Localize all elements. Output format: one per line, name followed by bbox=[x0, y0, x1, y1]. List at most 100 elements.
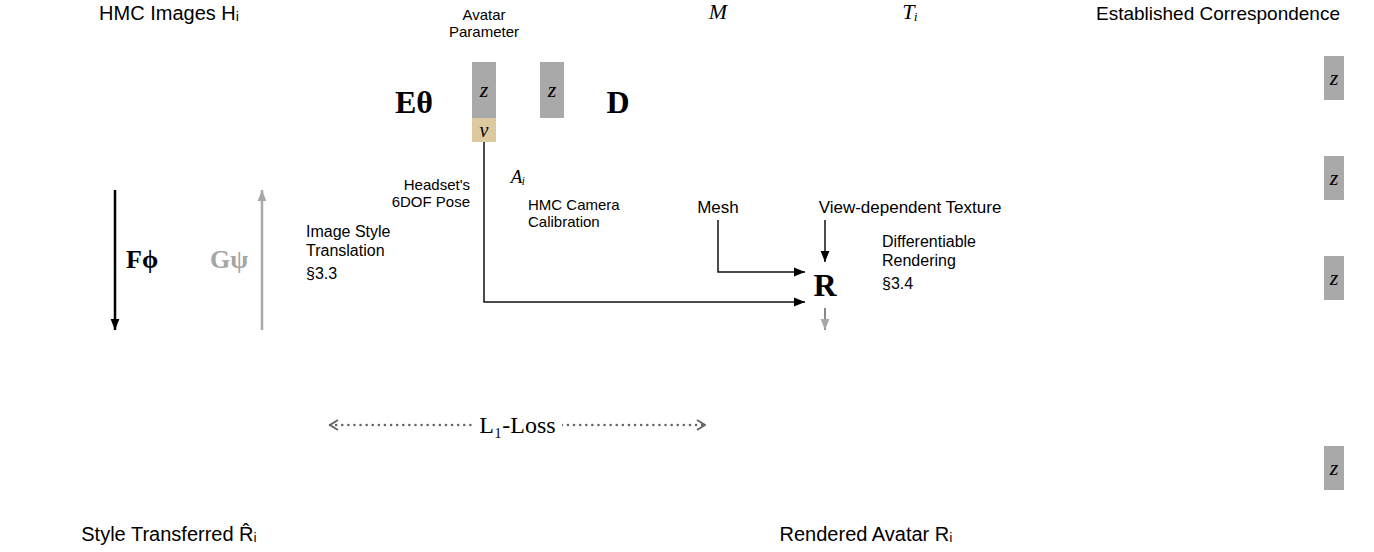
node-text: z bbox=[1330, 167, 1339, 189]
latent-code-box: z bbox=[540, 62, 564, 118]
neck bbox=[690, 164, 748, 196]
comma-tail bbox=[1311, 193, 1316, 203]
right-brace bbox=[1354, 424, 1368, 512]
pose-wire bbox=[526, 129, 540, 131]
label-holder: Headset's 6DOF Pose bbox=[372, 176, 470, 211]
node-text: M bbox=[709, 0, 727, 24]
vertical-ellipsis-dot bbox=[1195, 339, 1202, 346]
multiply-cross bbox=[512, 124, 523, 135]
comma-dot bbox=[1310, 479, 1316, 485]
comma-dot bbox=[1310, 189, 1316, 195]
head bbox=[679, 29, 755, 176]
hmc-images bbox=[2, 24, 416, 194]
ellipsis-dot bbox=[969, 147, 973, 151]
node-text: Tᵢ bbox=[902, 0, 918, 24]
latent-code-box: z bbox=[1324, 56, 1344, 100]
node-text: z bbox=[480, 79, 489, 101]
node-text: z bbox=[1330, 457, 1339, 479]
annotation: Avatar Parameter bbox=[444, 6, 524, 41]
pose-wire bbox=[496, 129, 510, 131]
wireframe bbox=[684, 53, 755, 158]
node-text: z bbox=[1330, 267, 1339, 289]
texture-tile bbox=[988, 110, 1044, 188]
vertical-ellipsis-dot bbox=[1195, 383, 1202, 390]
latent-code-box: z bbox=[1324, 446, 1344, 490]
column-heading: Established Correspondence bbox=[1066, 3, 1370, 26]
decoder: D bbox=[564, 32, 660, 172]
hmc-thumbnail bbox=[1088, 236, 1361, 322]
rendered-avatar-images bbox=[699, 330, 1113, 519]
translator-hourglass bbox=[30, 192, 250, 327]
comma-mark bbox=[1310, 289, 1316, 303]
pose-slot bbox=[540, 118, 564, 142]
left-brace bbox=[1072, 34, 1086, 122]
calibration-arrow bbox=[517, 139, 519, 166]
left-brace bbox=[1072, 134, 1086, 222]
ellipsis-dot bbox=[979, 65, 983, 69]
texture-tile bbox=[898, 28, 954, 106]
multiply-symbol bbox=[510, 122, 526, 138]
connector bbox=[824, 308, 826, 330]
comma-dot bbox=[1310, 289, 1316, 295]
node-text: Fϕ bbox=[126, 247, 158, 273]
node-text: D bbox=[606, 86, 629, 118]
label-holder: Established Correspondence bbox=[1066, 3, 1370, 26]
label-holder: Avatar Parameter bbox=[444, 6, 524, 41]
node-text: Rendered Avatar Rᵢ bbox=[780, 523, 953, 546]
mesh-figure bbox=[679, 28, 755, 196]
connector bbox=[114, 190, 117, 330]
label-holder: HMC Camera Calibration bbox=[528, 196, 628, 231]
texture-grid bbox=[782, 28, 1044, 188]
node-text: View-dependent Texture bbox=[819, 199, 1002, 218]
texture-tile bbox=[782, 110, 838, 188]
correspondence-rows bbox=[1072, 34, 1368, 512]
right-brace bbox=[1354, 134, 1368, 222]
connector bbox=[824, 220, 826, 262]
connector bbox=[484, 142, 805, 302]
node-text: v bbox=[480, 120, 489, 140]
inverse-translator: Gψ bbox=[160, 192, 330, 327]
wireframe bbox=[702, 28, 749, 176]
comma-tail bbox=[1311, 483, 1316, 493]
hmc-thumbnail bbox=[1088, 426, 1361, 512]
rendered-avatar-panel: Rendered Avatar Rᵢ bbox=[705, 330, 1027, 546]
section-number: §3.3 bbox=[306, 264, 366, 283]
latent-code-box: z bbox=[1324, 156, 1344, 200]
hmc-thumbnail bbox=[1088, 36, 1361, 122]
latent-code-box: z bbox=[472, 62, 496, 118]
annotation: HMC Camera Calibration bbox=[528, 196, 628, 231]
comma-tail bbox=[1311, 93, 1316, 103]
label-holder: Differentiable Rendering bbox=[882, 232, 1002, 270]
encoder: Eθ bbox=[370, 32, 470, 172]
comma-tail bbox=[1311, 293, 1316, 303]
renderer: R bbox=[805, 262, 845, 308]
ellipsis-dot bbox=[979, 147, 983, 151]
multiply-circle bbox=[510, 122, 526, 138]
node-text: Gψ bbox=[210, 247, 248, 273]
node-text: HMC Images Hᵢ bbox=[99, 1, 239, 25]
mesh-panel: MMesh bbox=[672, 0, 764, 220]
ear bbox=[740, 99, 752, 122]
ellipsis-dot bbox=[969, 65, 973, 69]
comma-mark bbox=[1310, 479, 1316, 493]
hmc-image-panel: HMC Images Hᵢ bbox=[8, 0, 330, 190]
label-holder: §3.4 bbox=[882, 274, 942, 293]
inverse-translator-hourglass bbox=[160, 192, 330, 327]
label-holder: §3.3 bbox=[306, 264, 366, 283]
label-holder: Image Style Translation bbox=[306, 222, 398, 260]
right-brace bbox=[1354, 234, 1368, 322]
latent-code-box: z bbox=[1324, 256, 1344, 300]
comma-mark bbox=[1310, 189, 1316, 203]
label-holder: Aᵢ bbox=[506, 166, 530, 188]
edge-label-holder: L₁-Loss bbox=[473, 412, 561, 438]
left-brace bbox=[1072, 424, 1086, 512]
right-brace bbox=[1354, 34, 1368, 122]
connector bbox=[718, 220, 805, 272]
pose-box: v bbox=[472, 118, 496, 142]
section-label: Differentiable Rendering bbox=[882, 232, 1002, 270]
texture-tile bbox=[988, 28, 1044, 106]
vertical-ellipsis-dot bbox=[1195, 361, 1202, 368]
decoder-trapezoid bbox=[564, 32, 660, 172]
